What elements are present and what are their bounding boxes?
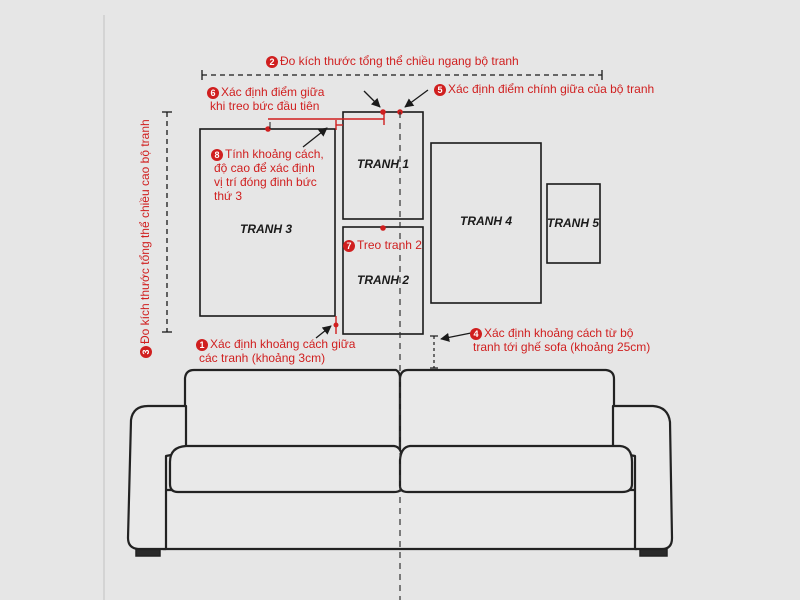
annotation-5-text: Xác định điểm chính giữa của bộ tranh xyxy=(448,82,655,96)
sofa-back-cushion-left xyxy=(183,368,402,454)
sofa-seat-cushion-left xyxy=(168,444,404,494)
annotation-8-line2: độ cao để xác định xyxy=(214,161,315,175)
painting-5 xyxy=(546,183,601,264)
arrow-6 xyxy=(363,90,381,108)
annotation-1-line2: các tranh (khoảng 3cm) xyxy=(199,351,326,365)
painting-4-label: TRANH 4 xyxy=(460,214,512,228)
arrow-1 xyxy=(315,325,332,339)
sofa-arm-right xyxy=(611,404,674,551)
annotation-2-text: Đo kích thước tổng thể chiều ngang bộ tr… xyxy=(280,54,519,68)
annotation-6-line1: Xác định điểm giữa xyxy=(221,85,325,99)
sofa-back-cushion-right xyxy=(398,368,616,454)
annotation-8-line4: thứ 3 xyxy=(214,189,243,203)
arrow-4 xyxy=(440,332,472,342)
sofa-arm-left xyxy=(126,404,188,551)
badge-8: 8 xyxy=(211,149,223,161)
painting-2-label: TRANH 2 xyxy=(357,273,409,287)
badge-7: 7 xyxy=(343,240,355,252)
sofa-seat-cushion-right xyxy=(398,444,634,494)
painting-2-nail-dot xyxy=(380,225,386,231)
arrow-8 xyxy=(302,127,328,148)
badge-5: 5 xyxy=(434,84,446,96)
annotation-4-line1: Xác định khoảng cách từ bộ xyxy=(484,326,634,340)
annotation-8-line1: Tính khoảng cách, xyxy=(225,147,324,161)
annotation-3-text: Đo kích thước tổng thể chiều cao bộ tran… xyxy=(138,119,152,344)
painting-3-label: TRANH 3 xyxy=(240,222,292,236)
badge-6: 6 xyxy=(207,87,219,99)
annotation-6-line2: khi treo bức đầu tiên xyxy=(210,99,320,113)
painting-3-nail-dot xyxy=(265,126,271,132)
arrow-5 xyxy=(404,89,429,108)
annotation-4-line2: tranh tới ghế sofa (khoảng 25cm) xyxy=(473,340,651,354)
badge-2: 2 xyxy=(266,56,278,68)
annotation-7-text: Treo tranh 2 xyxy=(357,238,422,252)
painting-1-center-dot xyxy=(380,109,386,115)
sofa xyxy=(126,368,674,557)
painting-1-label: TRANH 1 xyxy=(357,157,409,171)
annotation-8-line3: vị trí đóng đinh bức xyxy=(214,175,317,189)
badge-3: 3 xyxy=(140,346,152,358)
annotation-1-line1: Xác định khoảng cách giữa xyxy=(210,337,356,351)
painting-5-label: TRANH 5 xyxy=(547,216,599,230)
painting-4 xyxy=(430,142,542,304)
annotation-3: 3 Đo kích thước tổng thể chiều cao bộ tra… xyxy=(138,119,152,358)
badge-4: 4 xyxy=(470,328,482,340)
badge-1: 1 xyxy=(196,339,208,351)
